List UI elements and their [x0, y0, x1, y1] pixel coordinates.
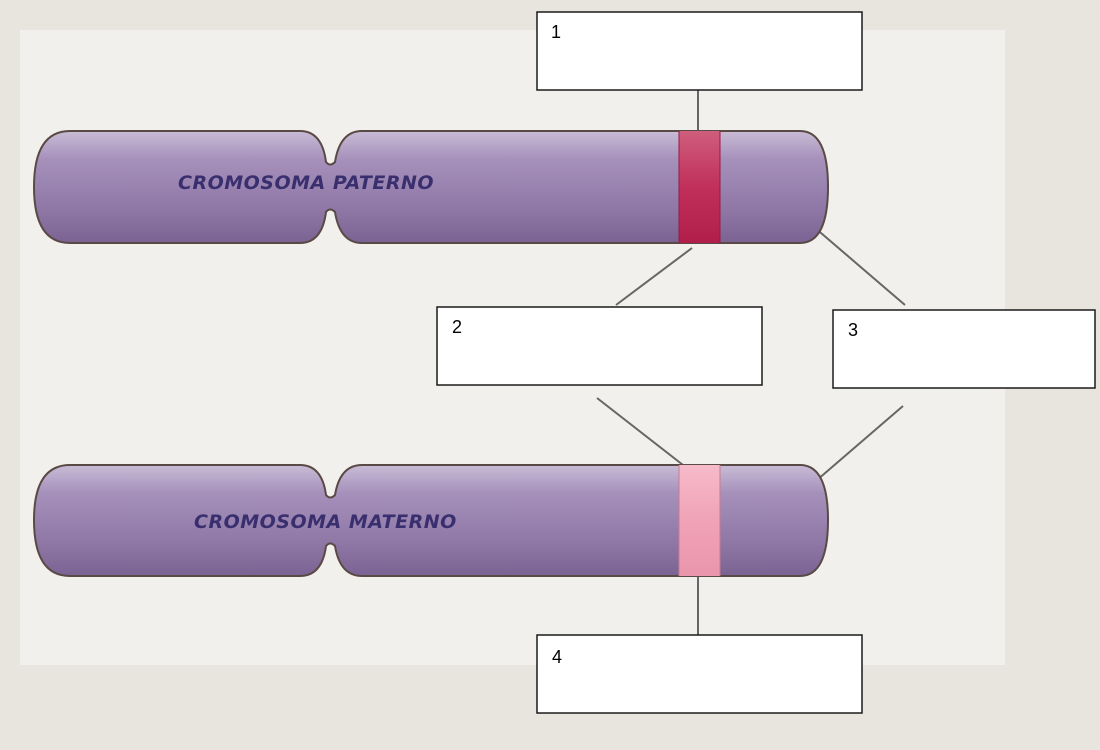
label-box-1[interactable]: 1 — [537, 12, 862, 90]
maternal-chromosome: CROMOSOMA MATERNO — [34, 462, 828, 580]
label-box-4-number: 4 — [552, 647, 562, 667]
label-box-2[interactable]: 2 — [437, 307, 762, 385]
maternal-chromosome-label: CROMOSOMA MATERNO — [194, 511, 457, 533]
paternal-allele-band — [679, 128, 720, 246]
label-box-3[interactable]: 3 — [833, 310, 1095, 388]
label-box-4[interactable]: 4 — [537, 635, 862, 713]
label-box-4-frame[interactable] — [537, 635, 862, 713]
label-box-3-frame[interactable] — [833, 310, 1095, 388]
label-box-2-frame[interactable] — [437, 307, 762, 385]
paternal-chromosome: CROMOSOMA PATERNO — [34, 128, 828, 246]
label-box-1-frame[interactable] — [537, 12, 862, 90]
paternal-chromosome-label: CROMOSOMA PATERNO — [178, 172, 434, 194]
label-box-2-number: 2 — [452, 317, 462, 337]
maternal-allele-band — [679, 462, 720, 580]
label-box-3-number: 3 — [848, 320, 858, 340]
label-box-1-number: 1 — [551, 22, 561, 42]
